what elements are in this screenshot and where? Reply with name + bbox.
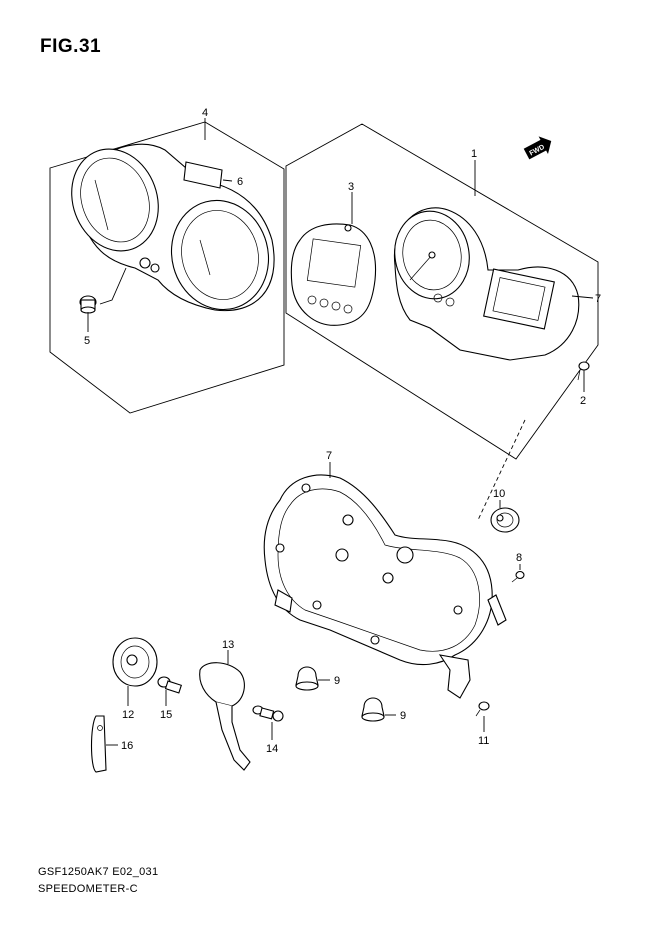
callout-12: 12 xyxy=(122,709,134,721)
callout-4: 4 xyxy=(202,107,208,119)
lcd-panel xyxy=(290,223,377,326)
holder-13 xyxy=(199,662,251,771)
callout-8: 8 xyxy=(516,552,522,564)
callout-6: 6 xyxy=(237,176,243,188)
bulb-socket xyxy=(490,507,520,533)
label-plate xyxy=(183,161,223,189)
footer-code: GSF1250AK7 E02_031 xyxy=(38,866,159,878)
callout-14: 14 xyxy=(266,743,278,755)
socket-12 xyxy=(112,637,158,687)
fwd-arrow-icon: FWD xyxy=(523,136,552,160)
callout-1: 1 xyxy=(471,148,477,160)
callout-11: 11 xyxy=(478,735,489,747)
meter-housing xyxy=(263,474,507,699)
callout-2: 2 xyxy=(580,395,586,407)
callout-9b: 9 xyxy=(400,710,406,722)
callout-9a: 9 xyxy=(334,675,340,687)
figure-title: FIG.31 xyxy=(40,36,102,57)
meter-cover xyxy=(71,143,275,312)
callout-15: 15 xyxy=(160,709,172,721)
screw-11 xyxy=(475,701,490,717)
leader-lines xyxy=(87,118,594,746)
screw-8 xyxy=(511,570,525,583)
cushion-9a xyxy=(295,666,319,691)
cushion-9b xyxy=(361,697,385,722)
callout-10: 10 xyxy=(493,488,505,500)
clamp-16 xyxy=(90,715,107,773)
footer-name: SPEEDOMETER-C xyxy=(38,883,138,895)
meter-assembly-box xyxy=(285,123,599,460)
callout-7-lower: 7 xyxy=(326,450,332,462)
speedometer-assembly xyxy=(393,207,580,361)
callout-13: 13 xyxy=(222,639,234,651)
bolt-14 xyxy=(252,705,284,722)
callout-16: 16 xyxy=(121,740,133,752)
rubber-cap xyxy=(79,295,97,314)
bolt-15 xyxy=(157,676,183,694)
callout-5: 5 xyxy=(84,335,90,347)
screw-small xyxy=(577,361,590,381)
callout-7-upper: 7 xyxy=(595,293,601,305)
callout-3: 3 xyxy=(348,181,354,193)
